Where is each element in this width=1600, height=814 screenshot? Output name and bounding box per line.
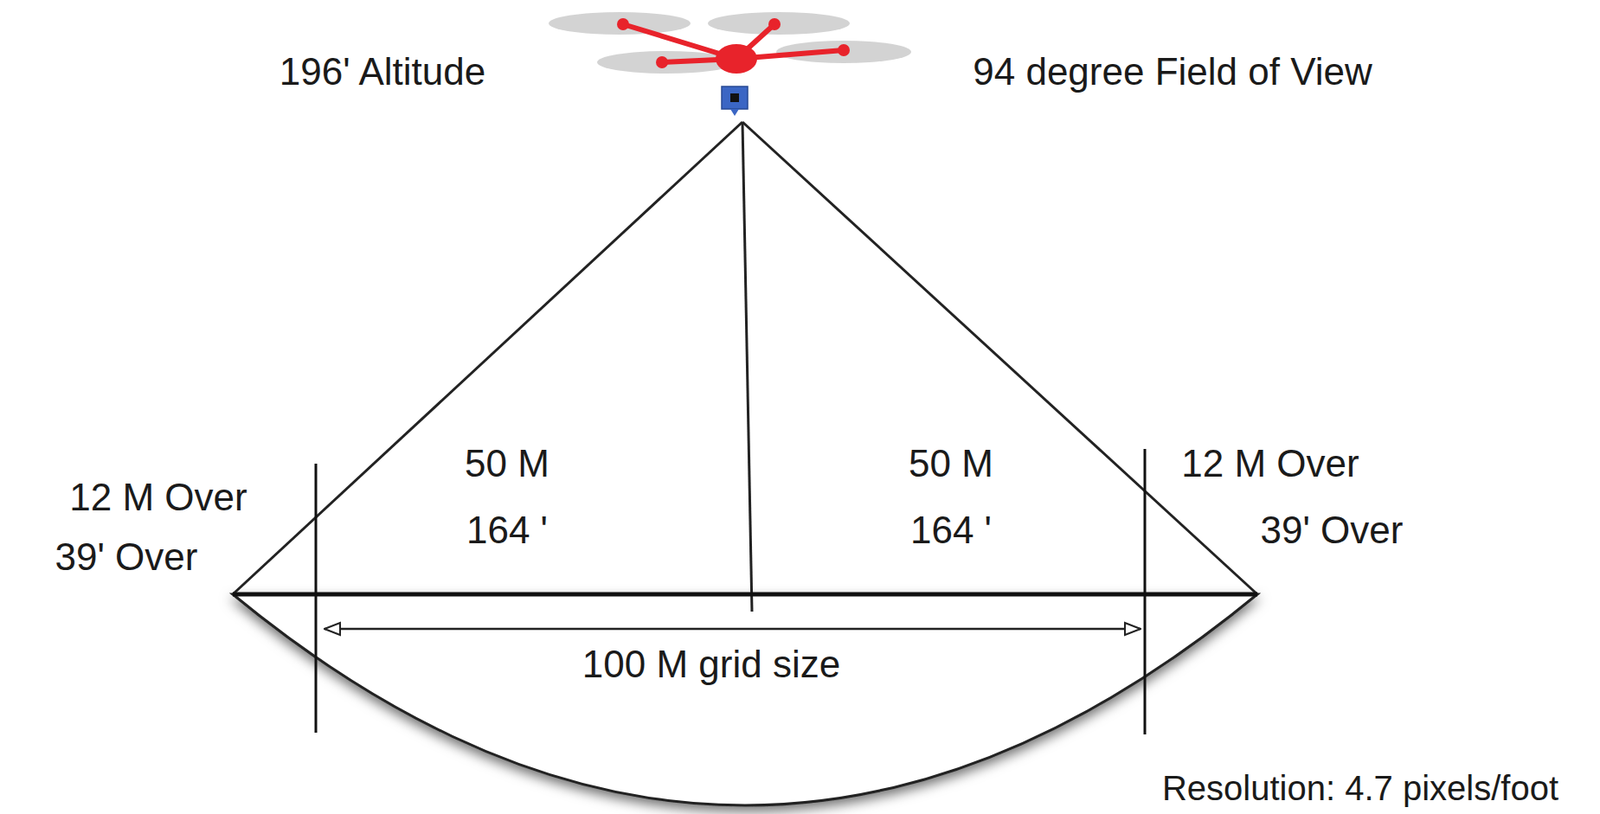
altitude-line bbox=[742, 122, 752, 612]
dimension-label: 100 M grid size bbox=[579, 643, 843, 686]
overlap-label: 12 M Over bbox=[66, 476, 250, 519]
half-width-label: 50 M bbox=[462, 443, 553, 485]
grid-boundary bbox=[1143, 449, 1147, 735]
ground-line bbox=[232, 592, 1258, 598]
ground-arc bbox=[232, 594, 1258, 806]
resolution-note: Resolution: 4.7 pixels/foot bbox=[1159, 769, 1562, 808]
half-width-label: 50 M bbox=[906, 443, 996, 485]
half-width-label: 164 ' bbox=[907, 509, 995, 552]
half-width-label: 164 ' bbox=[463, 509, 551, 552]
overlap-label: 39' Over bbox=[1258, 509, 1407, 552]
fov-label: 94 degree Field of View bbox=[970, 51, 1375, 93]
drone bbox=[548, 12, 912, 116]
overlap-label: 12 M Over bbox=[1178, 443, 1362, 485]
overlap-label: 39' Over bbox=[52, 536, 201, 579]
dimension-arrow bbox=[324, 628, 1141, 631]
altitude-label: 196' Altitude bbox=[276, 51, 489, 93]
fov-edge bbox=[232, 122, 743, 595]
fov-edge bbox=[742, 122, 1258, 595]
grid-boundary bbox=[314, 463, 318, 733]
